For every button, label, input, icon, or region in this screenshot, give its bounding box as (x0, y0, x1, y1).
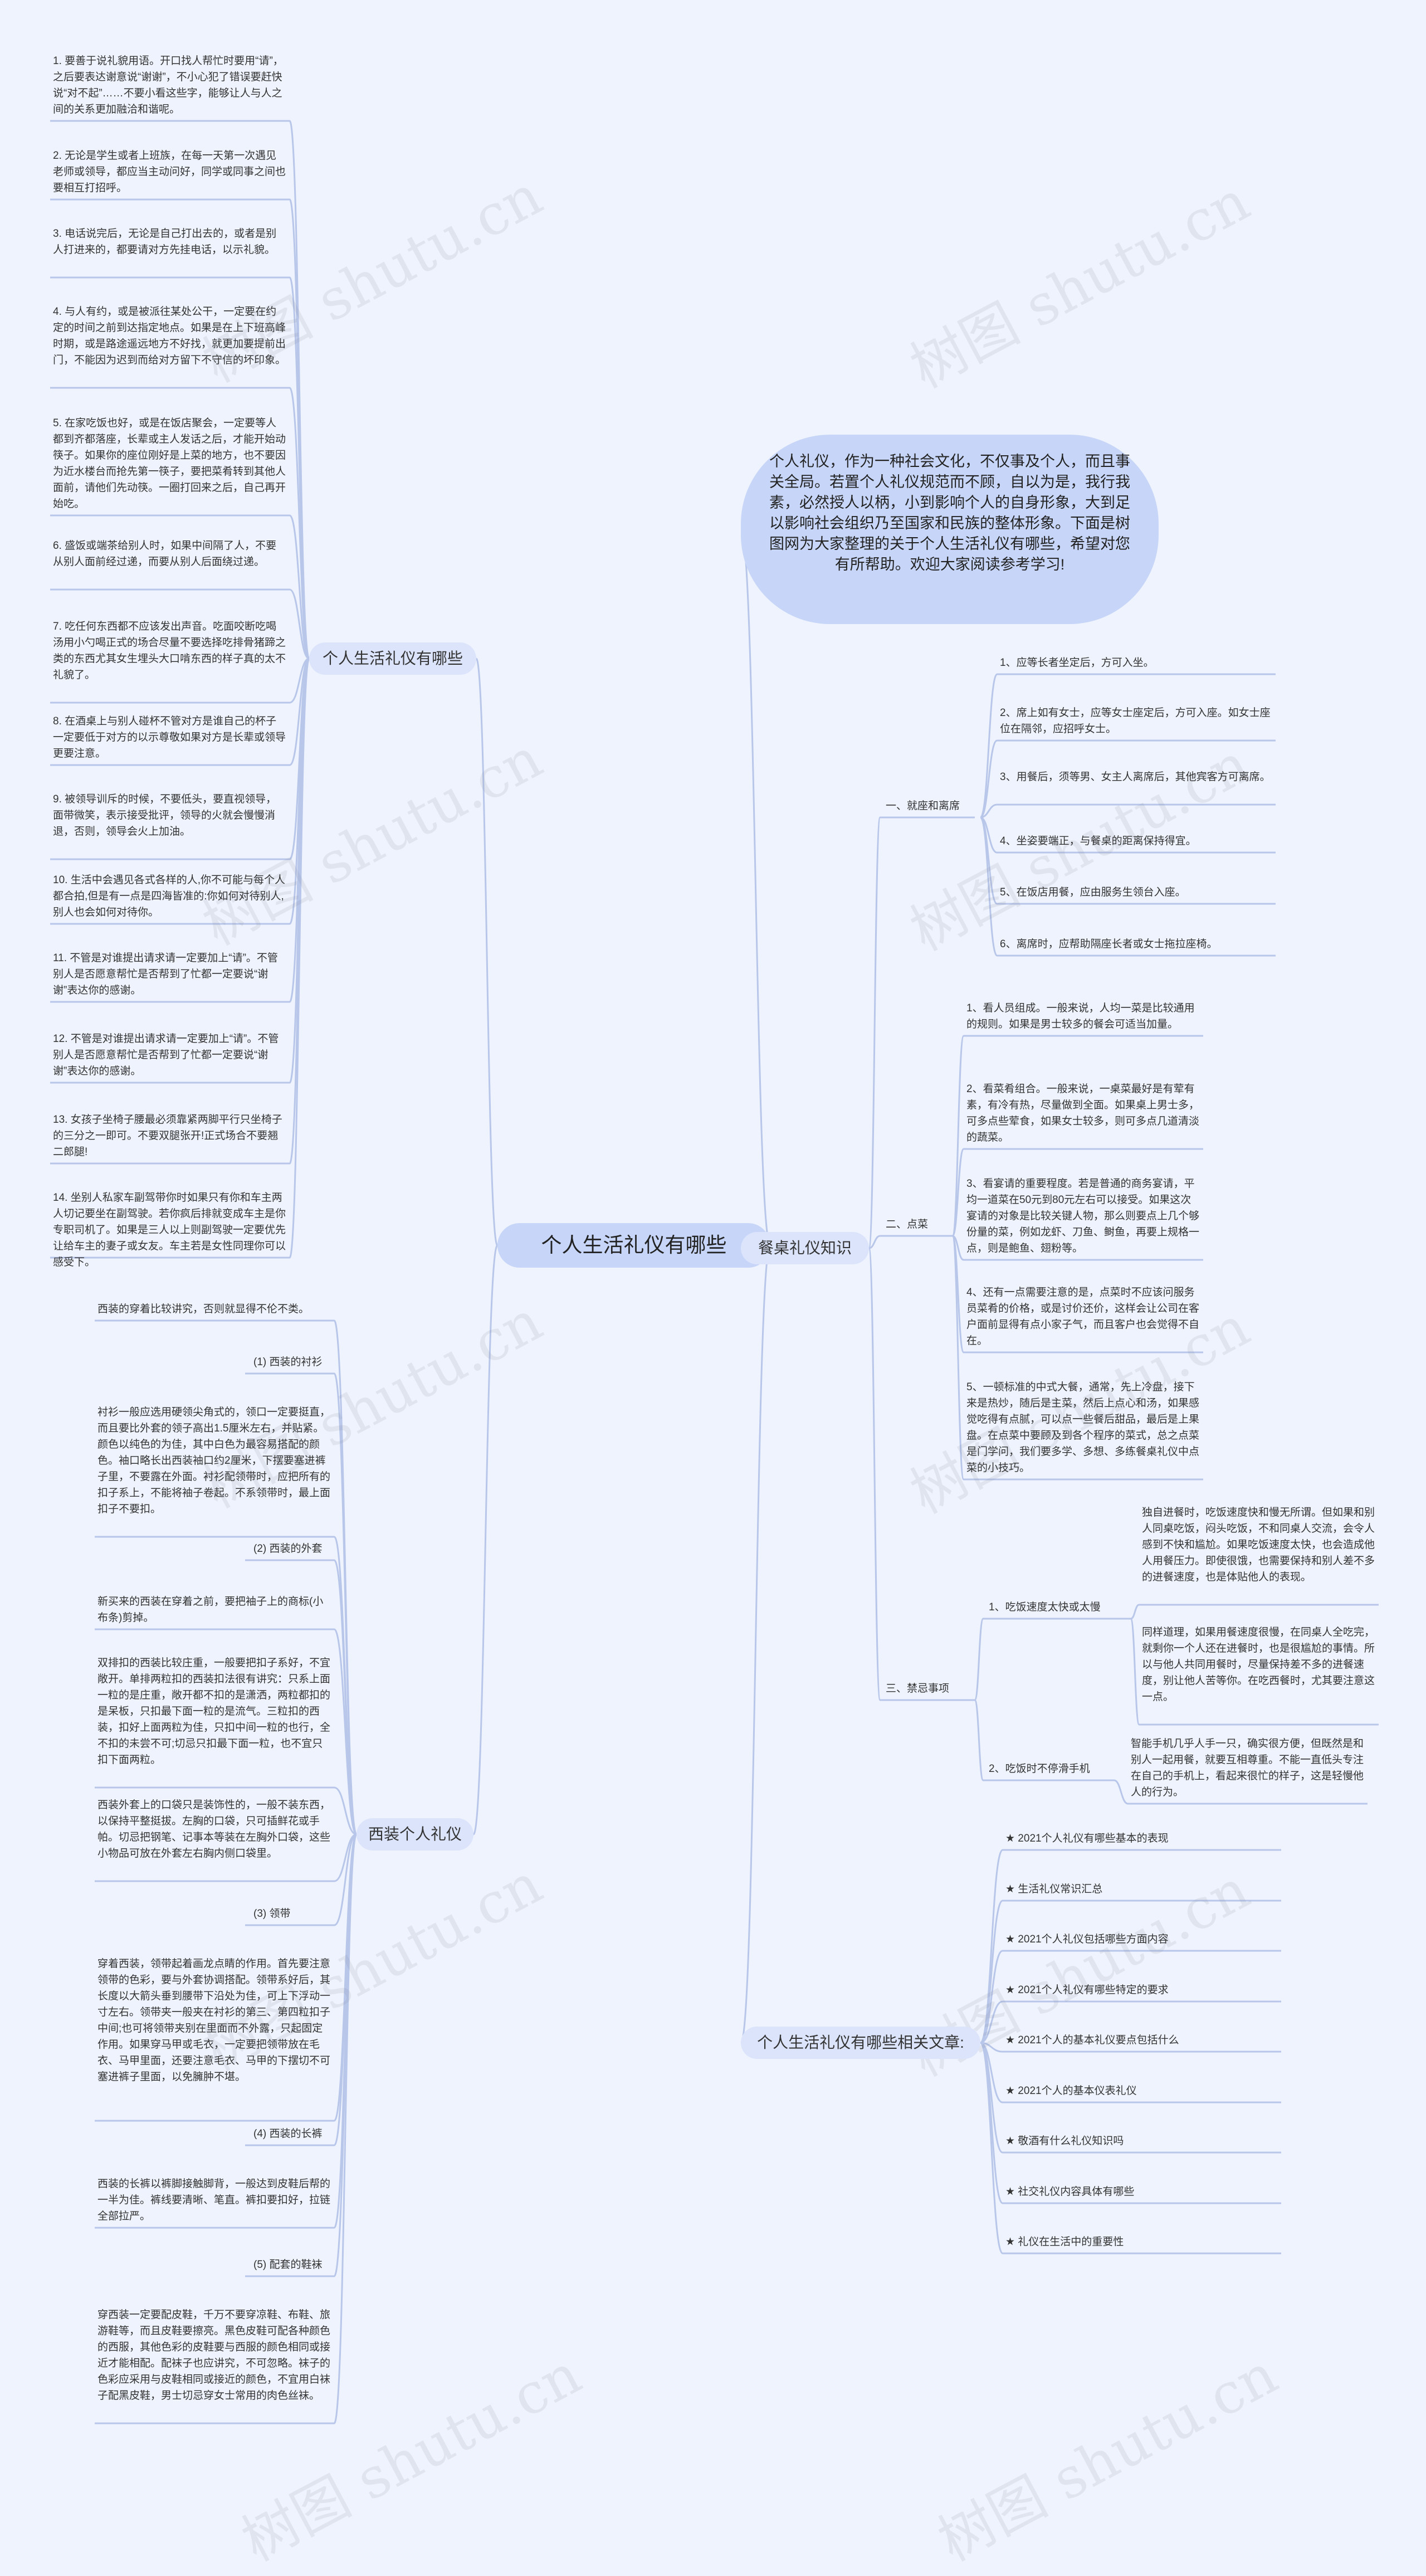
connector (333, 1833, 358, 2424)
connector (334, 1786, 357, 1835)
sub-heading: (4) 西装的长裤 (253, 2128, 323, 2140)
connector (289, 514, 310, 660)
list-item: 西装的穿着比较讲究，否则就显得不伦不类。 (97, 1303, 310, 1315)
connector (1130, 1604, 1140, 1620)
article-link[interactable]: ★ 生活礼仪常识汇总 (1005, 1883, 1103, 1895)
connector (980, 1950, 1003, 2044)
branch-table-manners[interactable]: 餐桌礼仪知识 (741, 1232, 869, 1264)
connector (980, 1900, 1003, 2044)
connector (333, 1372, 358, 1835)
connector (289, 387, 310, 660)
connector-intro (740, 528, 771, 1246)
group-label[interactable]: 二、点菜 (886, 1219, 929, 1230)
list-item: 5. 在家吃饭也好，或是在饭店聚会，一定要等人都到齐都落座，长辈或主人发话之后，… (53, 417, 286, 510)
connector (980, 2000, 1003, 2044)
list-item: 5、一顿标准的中式大餐，通常，先上冷盘，接下来是热炒，随后是主菜，然后上点心和汤… (966, 1381, 1200, 1474)
connector (979, 673, 998, 819)
group-label[interactable]: 三、禁忌事项 (886, 1683, 950, 1694)
connector (289, 276, 310, 660)
connector (979, 1849, 1004, 2044)
list-item: 4、还有一点需要注意的是，点菜时不应该问服务员菜肴的价格，或是讨价还价，这样会让… (966, 1287, 1200, 1347)
article-link[interactable]: ★ 2021个人的基本礼仪要点包括什么 (1005, 2034, 1179, 2046)
list-item: 3、看宴请的重要程度。若是普通的商务宴请，平均一道菜在50元到80元左右可以接受… (966, 1178, 1200, 1254)
connector (951, 1035, 965, 1237)
list-item: 8. 在酒桌上与别人碰杯不管对方是谁自己的杯子一定要低于对方的以示尊敬如果对方是… (53, 715, 286, 759)
list-item: 1、应等长者坐定后，方可入坐。 (1000, 657, 1154, 669)
sub-group-label[interactable]: 2、吃饭时不停滑手机 (989, 1763, 1090, 1775)
sub-heading: (3) 领带 (253, 1908, 291, 1920)
list-item: 双排扣的西装比较庄重，一般要把扣子系好，不宜敞开。单排两粒扣的西装扣法很有讲究：… (97, 1657, 331, 1766)
article-link[interactable]: ★ 2021个人礼仪包括哪些方面内容 (1005, 1934, 1169, 1945)
connector (333, 1628, 358, 1835)
list-item: 14. 坐别人私家车副驾带你时如果只有你和车主两人切记要坐在副驾驶。若你疯后排就… (53, 1192, 286, 1268)
article-link[interactable]: ★ 2021个人礼仪有哪些特定的要求 (1005, 1984, 1169, 1996)
list-item: 4、坐姿要端正，与餐桌的距离保持得宜。 (1000, 835, 1197, 847)
list-item: 2、席上如有女士，应等女士座定后，方可入座。如女士座位在隔邻，应招呼女士。 (1000, 707, 1271, 735)
connector (868, 1247, 881, 1701)
list-item: 西装的长裤以裤脚接触脚背，一般达到皮鞋后帮的一半为佳。裤线要清晰、笔直。裤扣要扣… (97, 2178, 331, 2222)
connector (868, 816, 881, 1249)
connector (979, 816, 998, 957)
connector (951, 1148, 965, 1237)
list-item: 穿西装一定要配皮鞋，千万不要穿凉鞋、布鞋、旅游鞋等，而且皮鞋要擦亮。黑色皮鞋可配… (97, 2309, 331, 2402)
connector (289, 658, 310, 704)
list-item: 独自进餐时，吃饭速度快和慢无所谓。但如果和别人同桌吃饭，闷头吃饭，不和同桌人交流… (1142, 1507, 1375, 1583)
connector (289, 658, 310, 1259)
list-item: 3. 电话说完后，无论是自己打出去的，或者是别人打进来的，都要请对方先挂电话，以… (53, 228, 277, 256)
list-item: 2、看菜肴组合。一般来说，一桌菜最好是有荤有素，有冷有热，尽量做到全面。如果桌上… (966, 1083, 1200, 1143)
article-link[interactable]: ★ 2021个人的基本仪表礼仪 (1005, 2085, 1137, 2097)
article-link[interactable]: ★ 礼仪在生活中的重要性 (1005, 2236, 1124, 2248)
connector (979, 2042, 1004, 2204)
branch-personal-etiquette[interactable]: 个人生活礼仪有哪些 (309, 642, 476, 675)
connector (951, 1235, 965, 1481)
root-node[interactable]: 个人生活礼仪有哪些 (497, 1223, 770, 1268)
list-item: 3、用餐后，须等男、女主人离席后，其他宾客方可离席。 (1000, 771, 1271, 783)
list-item: 4. 与人有约，或是被派往某处公干，一定要在约定的时间之前到达指定地点。如果是在… (53, 306, 286, 366)
branch-suit-etiquette[interactable]: 西装个人礼仪 (356, 1818, 473, 1851)
article-link[interactable]: ★ 社交礼仪内容具体有哪些 (1005, 2186, 1135, 2198)
list-item: 穿着西装，领带起着画龙点睛的作用。首先要注意领带的色彩，要与外套协调搭配。领带系… (97, 1958, 331, 2083)
list-item: 13. 女孩子坐椅子腰最必须靠紧两脚平行只坐椅子的三分之一即可。不要双腿张开!正… (53, 1114, 282, 1158)
sub-heading: (2) 西装的外套 (253, 1543, 323, 1555)
list-item: 西装外套上的口袋只是装饰性的，一般不装东西，以保持平整挺拔。左胸的口袋，只可插鲜… (97, 1799, 331, 1859)
list-item: 新买来的西装在穿着之前，要把袖子上的商标(小布条)剪掉。 (97, 1596, 324, 1624)
list-item: 同样道理，如果用餐速度很慢，在同桌人全吃完，就剩你一个人还在进餐时，也是很尴尬的… (1142, 1627, 1375, 1703)
connector (289, 588, 310, 660)
sub-heading: (1) 西装的衬衫 (253, 1356, 323, 1368)
connector (974, 1699, 984, 1781)
list-item: 智能手机几乎人手一只，确实很方便，但既然是和别人一起用餐，就要互相尊重。不能一直… (1131, 1738, 1364, 1798)
connector (868, 1235, 881, 1249)
list-item: 10. 生活中会遇见各式各样的人,你不可能与每个人都合拍,但是有一点是四海皆准的… (53, 874, 285, 918)
list-item: 7. 吃任何东西都不应该发出声音。吃面咬断吃喝汤用小勺喝正式的场合尽量不要选择吃… (53, 621, 286, 681)
connector-lines (50, 120, 1379, 2424)
list-item: 1. 要善于说礼貌用语。开口找人帮忙时要用“请”，之后要表达谢意说“谢谢”，不小… (53, 55, 284, 115)
connector (1114, 1779, 1129, 1805)
connector-right2 (740, 1244, 771, 2044)
group-label[interactable]: 一、就座和离席 (886, 800, 960, 812)
connector (979, 2042, 1004, 2254)
connector (334, 1833, 357, 1926)
list-item: 5、在饭店用餐，应由服务生领台入座。 (1000, 887, 1186, 898)
connector-left2 (472, 1244, 499, 1835)
branch-related-articles[interactable]: 个人生活礼仪有哪些相关文章: (741, 2027, 980, 2059)
list-item: 11. 不管是对谁提出请求请一定要加上“请”。不管别人是否愿意帮忙是否帮到了忙都… (53, 952, 278, 996)
connector (980, 739, 998, 819)
connector (1130, 1618, 1140, 1726)
list-item: 1、看人员组成。一般来说，人均一菜是比较通用的规则。如果是男士较多的餐会可适当加… (966, 1002, 1195, 1030)
list-item: 9. 被领导训斥的时候，不要低头，要直视领导，面带微笑，表示接受批评，领导的火就… (53, 793, 277, 837)
article-link[interactable]: ★ 2021个人礼仪有哪些基本的表现 (1005, 1833, 1169, 1844)
sub-group-label[interactable]: 1、吃饭速度太快或太慢 (989, 1601, 1101, 1613)
list-item: 6、离席时，应帮助隔座长者或女士拖拉座椅。 (1000, 938, 1218, 950)
list-item: 衬衫一般应选用硬领尖角式的，领口一定要挺直，而且要比外套的领子高出1.5厘米左右… (97, 1406, 331, 1515)
connector-left1 (475, 658, 499, 1246)
list-item: 12. 不管是对谁提出请求请一定要加上“请”。不管别人是否愿意帮忙是否帮到了忙都… (53, 1033, 279, 1077)
intro-node[interactable]: 个人礼仪，作为一种社会文化，不仅事及个人，而且事关全局。若置个人礼仪规范而不顾，… (741, 435, 1159, 624)
list-item: 2. 无论是学生或者上班族，在每一天第一次遇见老师或领导，都应当主动问好，同学或… (53, 150, 286, 194)
connector (980, 804, 998, 819)
list-item: 6. 盛饭或端茶给别人时，如果中间隔了人，不要从别人面前经过递，而要从别人后面绕… (53, 540, 277, 568)
article-link[interactable]: ★ 敬酒有什么礼仪知识吗 (1005, 2135, 1124, 2147)
connector (974, 1618, 984, 1701)
sub-heading: (5) 配套的鞋袜 (253, 2259, 323, 2271)
